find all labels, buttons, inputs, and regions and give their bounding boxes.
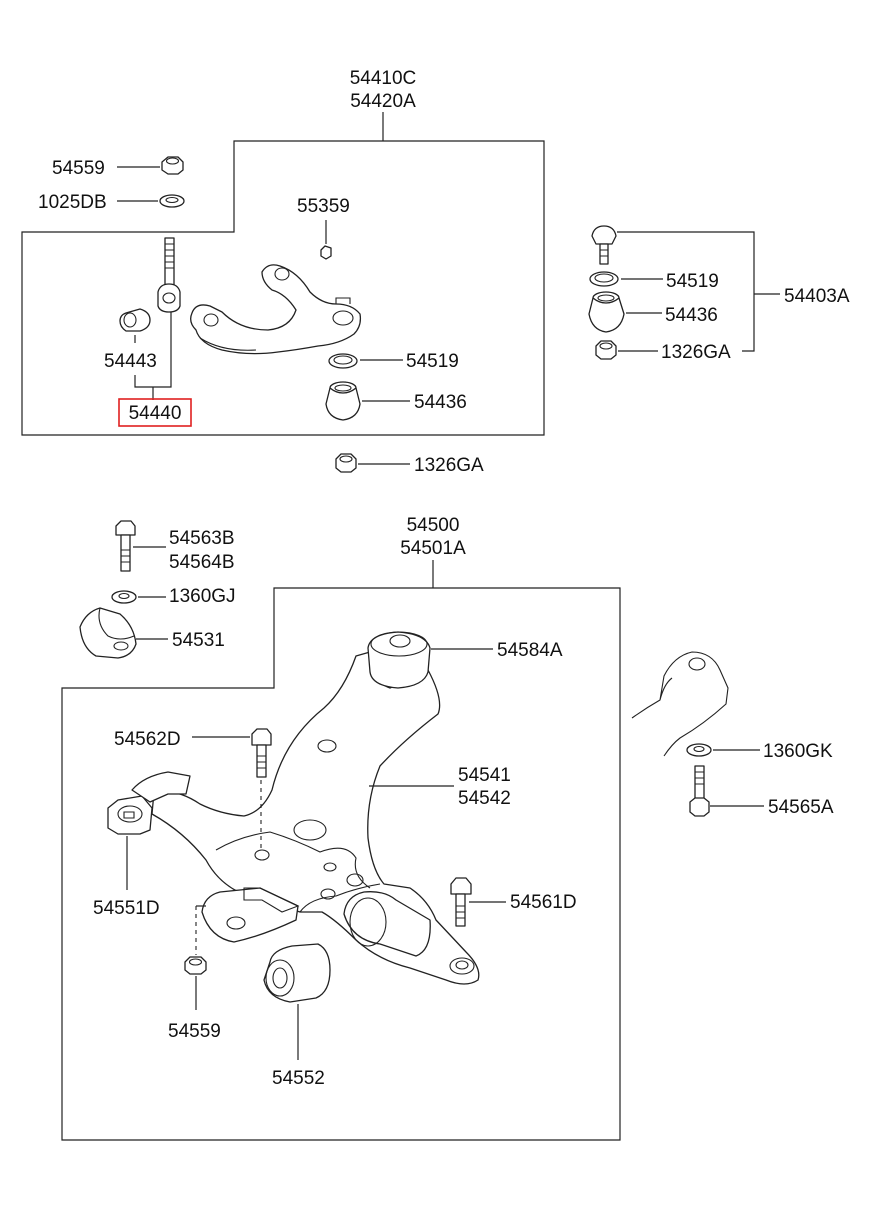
label-54551D[interactable]: 54551D — [93, 898, 160, 919]
bolt-icon — [689, 765, 710, 817]
bolt-icon — [450, 877, 472, 927]
upper-arm-group: 54410C 54420A 54559 1025DB 54443 — [21, 68, 545, 476]
label-54541[interactable]: 54541 — [458, 765, 511, 786]
washer-icon — [589, 271, 619, 287]
bolt-icon — [157, 237, 181, 313]
label-54564B[interactable]: 54564B — [169, 552, 235, 573]
highlight-box-54440 — [118, 398, 192, 427]
label-54584A[interactable]: 54584A — [497, 640, 563, 661]
label-54500[interactable]: 54500 — [407, 515, 460, 536]
bushing-icon — [119, 308, 151, 332]
knuckle-group: 1360GK 54565A — [631, 651, 834, 818]
ball-stud-icon — [591, 225, 617, 265]
label-54563B[interactable]: 54563B — [169, 528, 235, 549]
bolt-icon — [251, 728, 272, 778]
label-54443[interactable]: 54443 — [104, 351, 157, 372]
bushing-icon — [263, 943, 331, 1003]
label-54559-lower[interactable]: 54559 — [168, 1021, 221, 1042]
nut-icon — [161, 156, 184, 175]
label-1025DB[interactable]: 1025DB — [38, 192, 107, 213]
washer-icon — [686, 743, 712, 757]
boot-icon — [325, 381, 361, 421]
leader-54440 — [134, 312, 172, 400]
washer-icon — [159, 194, 185, 208]
bracket-icon — [79, 607, 137, 659]
ball-joint-kit-group: 54519 54436 1326GA 54403A — [588, 225, 850, 363]
knuckle-arm-icon — [631, 651, 729, 757]
label-55359[interactable]: 55359 — [297, 196, 350, 217]
label-54519-upper[interactable]: 54519 — [406, 351, 459, 372]
nut-icon — [184, 956, 207, 975]
label-54542[interactable]: 54542 — [458, 788, 511, 809]
kit-bracket — [617, 231, 780, 352]
label-54403A[interactable]: 54403A — [784, 286, 850, 307]
bolt-icon — [115, 520, 136, 572]
label-54436-kit[interactable]: 54436 — [665, 305, 718, 326]
label-54531[interactable]: 54531 — [172, 630, 225, 651]
nut-icon — [595, 340, 617, 360]
label-54552[interactable]: 54552 — [272, 1068, 325, 1089]
small-nut-icon — [320, 245, 332, 260]
washer-icon — [111, 590, 137, 604]
label-1326GA-upper[interactable]: 1326GA — [414, 455, 484, 476]
lower-arm-group: 54500 54501A 54563B 54564B 1360GJ 54531 — [61, 515, 621, 1141]
label-54519-kit[interactable]: 54519 — [666, 271, 719, 292]
upper-control-arm-icon — [190, 264, 362, 355]
upper-assembly-frame — [21, 140, 545, 436]
label-54501A[interactable]: 54501A — [400, 538, 466, 559]
label-54565A[interactable]: 54565A — [768, 797, 834, 818]
label-54440[interactable]: 54440 — [129, 403, 182, 424]
lower-assembly-frame — [61, 587, 621, 1141]
label-54420A[interactable]: 54420A — [350, 91, 416, 112]
label-54559-top[interactable]: 54559 — [52, 158, 105, 179]
label-1360GK[interactable]: 1360GK — [763, 741, 833, 762]
lower-control-arm-icon — [107, 631, 480, 985]
label-54410C[interactable]: 54410C — [350, 68, 417, 89]
boot-icon — [588, 291, 625, 333]
label-54562D[interactable]: 54562D — [114, 729, 181, 750]
label-54436-upper[interactable]: 54436 — [414, 392, 467, 413]
label-1360GJ[interactable]: 1360GJ — [169, 586, 236, 607]
label-1326GA-kit[interactable]: 1326GA — [661, 342, 731, 363]
label-54561D[interactable]: 54561D — [510, 892, 577, 913]
washer-icon — [328, 353, 358, 369]
nut-icon — [335, 453, 357, 473]
